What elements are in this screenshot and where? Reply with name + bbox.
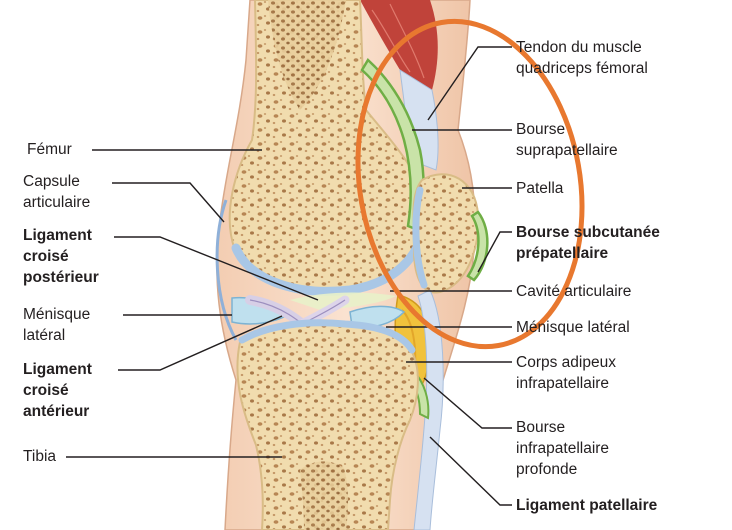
label-joint-cavity: Cavité articulaire <box>516 281 631 302</box>
label-lateral-meniscus-right: Ménisque latéral <box>516 317 630 338</box>
label-femur: Fémur <box>27 139 72 160</box>
label-tibia: Tibia <box>23 446 56 467</box>
label-suprapatellar-bursa: Bourse suprapatellaire <box>516 119 618 161</box>
label-patella: Patella <box>516 178 563 199</box>
label-anterior-cruciate: Ligament croisé antérieur <box>23 359 92 422</box>
label-quadriceps-tendon: Tendon du muscle quadriceps fémoral <box>516 37 648 79</box>
label-deep-infrapatellar-bursa: Bourse infrapatellaire profonde <box>516 417 609 480</box>
label-lateral-meniscus-left: Ménisque latéral <box>23 304 90 346</box>
label-capsule: Capsule articulaire <box>23 171 90 213</box>
label-fat-pad: Corps adipeux infrapatellaire <box>516 352 616 394</box>
label-patellar-ligament: Ligament patellaire <box>516 495 657 516</box>
label-prepatellar-bursa: Bourse subcutanée prépatellaire <box>516 222 660 264</box>
label-posterior-cruciate: Ligament croisé postérieur <box>23 225 99 288</box>
